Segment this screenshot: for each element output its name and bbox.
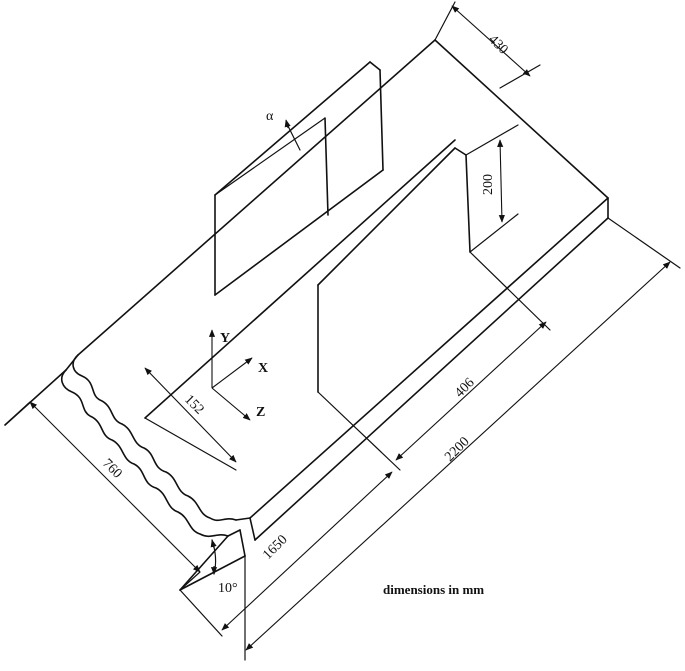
approach-slope	[4, 369, 246, 591]
axis-z-label: Z	[256, 405, 265, 420]
angle-alpha-label: α	[266, 109, 274, 124]
dim-152-label: 152	[181, 392, 206, 417]
axis-triad	[208, 329, 253, 421]
dim-430	[434, 1, 541, 89]
dim-200	[465, 124, 519, 253]
wall-left	[214, 61, 384, 296]
wall-right	[317, 147, 471, 393]
angle-10-marker	[210, 539, 218, 575]
dim-200-label: 200	[481, 174, 496, 195]
dim-1650	[179, 471, 393, 637]
dim-406-label: 406	[452, 375, 477, 400]
angle-alpha-marker	[284, 119, 301, 151]
axis-y-label: Y	[220, 331, 230, 346]
dim-760-label: 760	[99, 456, 124, 481]
break-line	[60, 354, 251, 538]
angle-10-label: 10°	[218, 581, 238, 596]
dim-152	[144, 367, 237, 463]
dim-430-label: 430	[485, 32, 510, 57]
units-note: dimensions in mm	[383, 582, 484, 597]
dim-760	[4, 401, 201, 591]
axis-x-label: X	[258, 361, 268, 376]
dim-2200-label: 2200	[442, 434, 472, 464]
dim-406	[317, 251, 551, 471]
dim-1650-label: 1650	[260, 532, 290, 562]
